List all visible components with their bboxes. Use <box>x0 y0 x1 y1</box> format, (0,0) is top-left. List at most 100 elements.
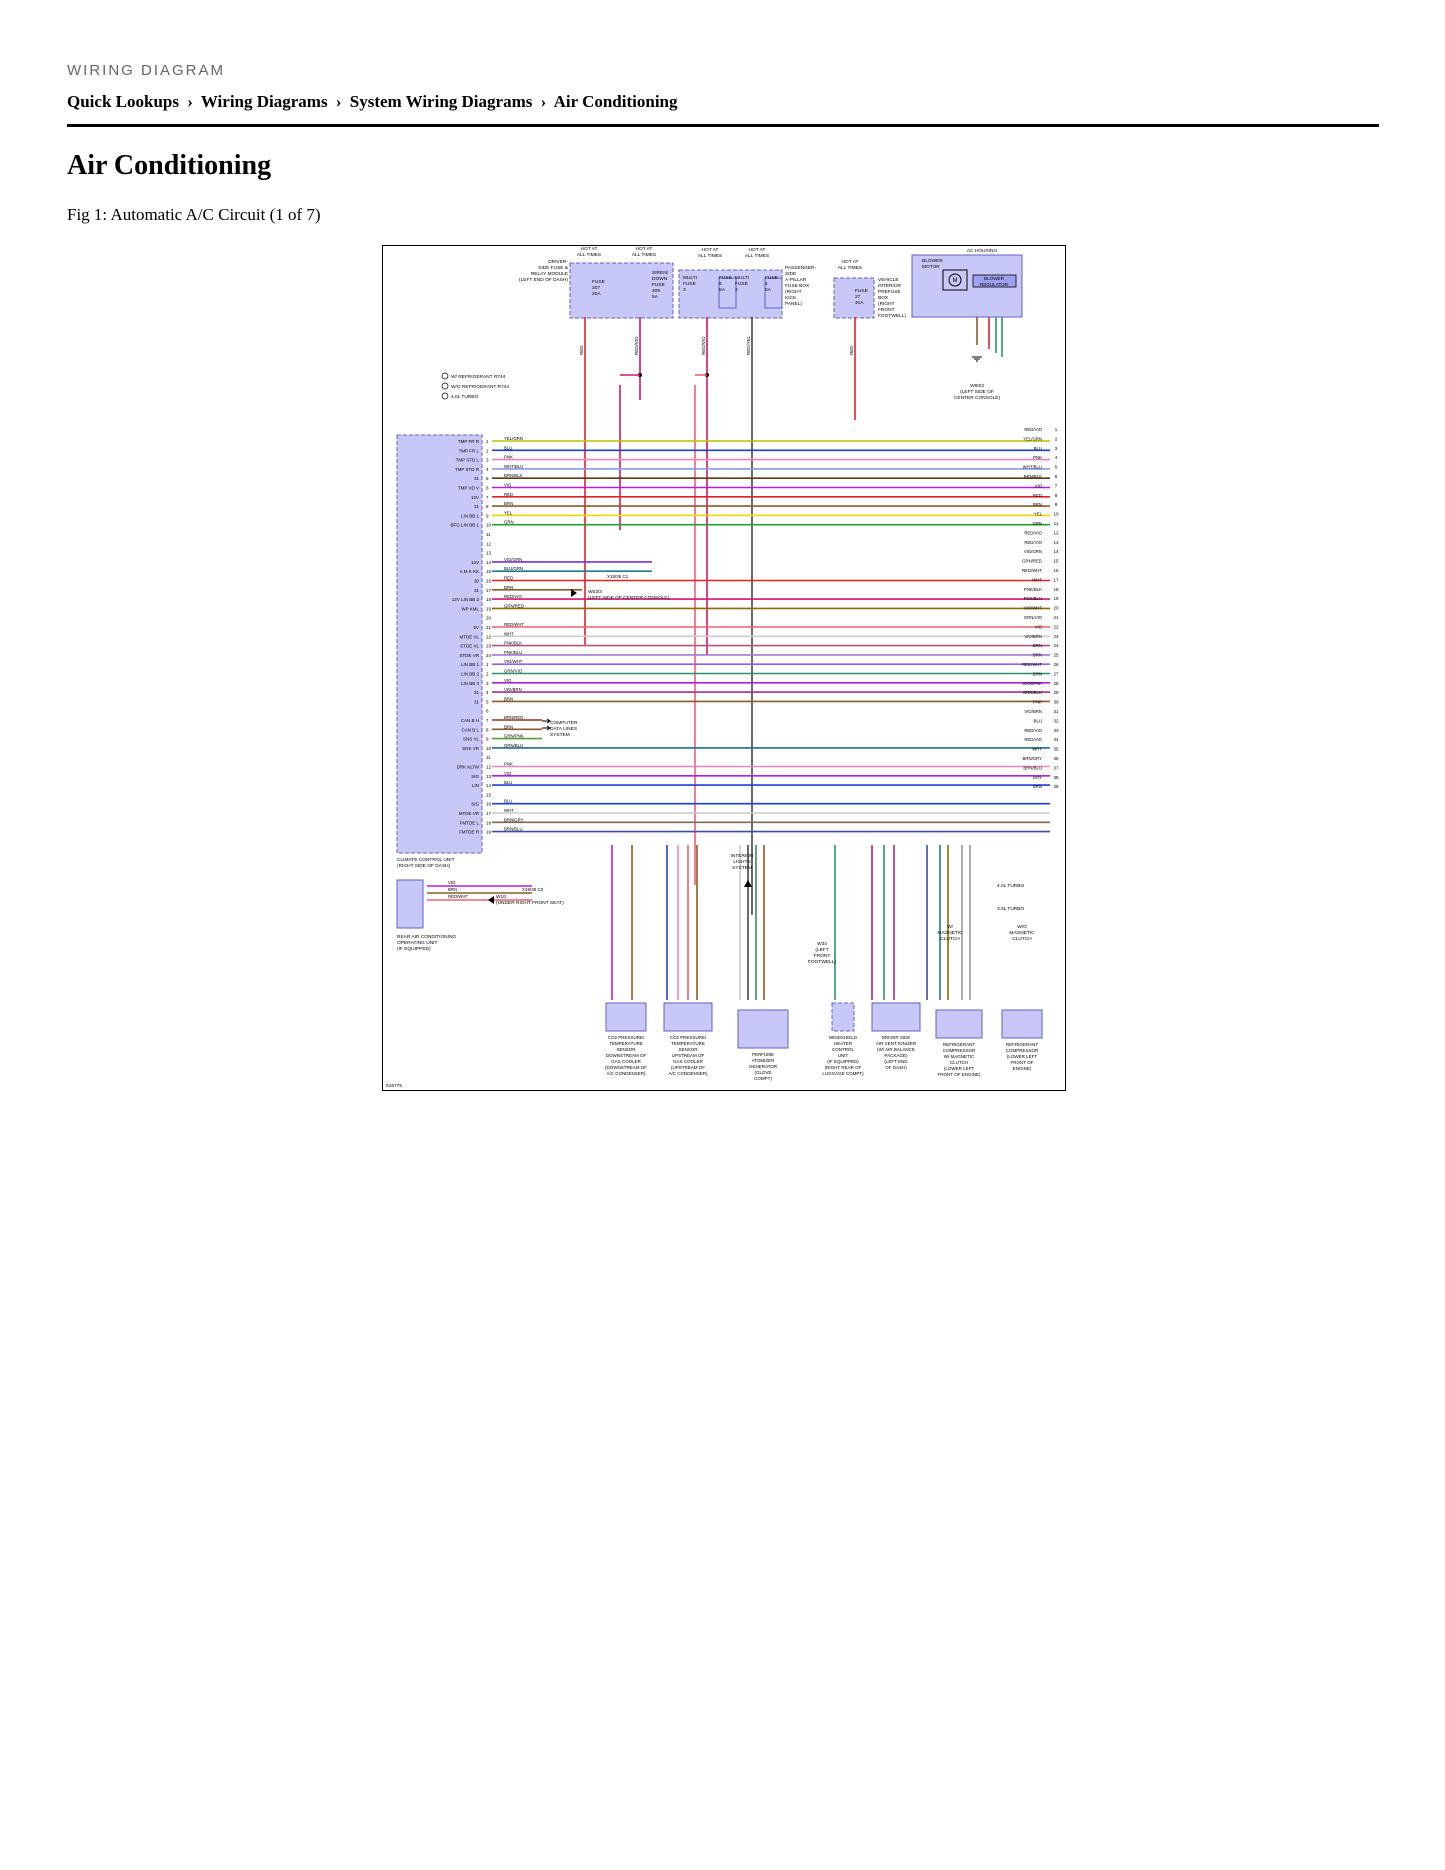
blower-motor-symbol <box>942 269 968 291</box>
wire-color-label: BLU <box>504 799 512 804</box>
ccu-pin-label: DRK KLTM <box>457 765 480 770</box>
wire-color-label: RED <box>504 576 513 581</box>
right-wire-number: 34 <box>1053 737 1059 742</box>
right-wire-label: RED/WHT <box>1022 662 1042 667</box>
breadcrumb: Quick Lookups › Wiring Diagrams › System… <box>67 92 678 112</box>
ground-icon <box>488 896 494 904</box>
right-wire-label: GRY <box>1033 775 1042 780</box>
right-wire-number: 15 <box>1053 559 1059 564</box>
ccu-pin-number: 13 <box>486 774 492 779</box>
ccu-pin-label: LIN BB 1 <box>461 513 480 518</box>
component-label: DOWNSTREAM OF <box>606 1053 647 1058</box>
ccu-pin-number: 2 <box>486 672 489 677</box>
ccu-pin-label: 12V <box>471 560 479 565</box>
rear-ac-unit <box>396 879 424 929</box>
ground-w10-label: W10 <box>496 894 506 900</box>
breadcrumb-item[interactable]: Quick Lookups <box>67 92 179 111</box>
ccu-pin-label: MTDE VR <box>459 811 480 816</box>
ground-w83-label: (LEFT SIDE OF <box>960 389 994 395</box>
ccu-pin-label: TMP FR R <box>458 439 480 444</box>
wire-color-label: VIO <box>504 678 512 683</box>
right-wire-label: VIO/BRN <box>1024 634 1042 639</box>
multi-fuse-3-label: 3 <box>683 287 686 293</box>
driver-side-fuse-box <box>569 262 674 319</box>
passenger-fuse-box-label: SIDE <box>785 271 796 277</box>
fuse-6-label: 6 <box>719 281 722 287</box>
passenger-fuse-box-label: A-PILLAR <box>785 277 807 283</box>
ccu-pin-number: 9 <box>486 513 489 518</box>
wire-color-label: VIO <box>504 771 512 776</box>
right-wire-number: 12 <box>1053 530 1059 535</box>
ccu-label: CLIMATE CONTROL UNIT <box>397 857 455 863</box>
breadcrumb-item[interactable]: Wiring Diagrams <box>200 92 328 111</box>
fuse-27-label: FUSE <box>855 288 868 294</box>
rear-ac-label: (IF EQUIPPED) <box>397 946 431 952</box>
component-label: UPSTREAM OF <box>672 1053 705 1058</box>
right-wire-label: RED <box>1033 493 1042 498</box>
component-label: (LOWER LEFT <box>944 1066 975 1071</box>
passenger-fuse-box-label: FUSE BOX <box>785 283 810 289</box>
vehicle-prefuse-label: VEHICLE <box>878 277 899 283</box>
right-wire-label: GRN/VIO <box>1024 615 1043 620</box>
ccu-pin-number: 19 <box>486 606 492 611</box>
hot-at-all-times-label: ALL TIMES <box>577 252 601 258</box>
right-wire-number: 17 <box>1053 577 1059 582</box>
right-wire-number: 26 <box>1053 662 1059 667</box>
ccu-pin-number: 11 <box>486 755 491 760</box>
right-wire-number: 5 <box>1055 465 1058 470</box>
component-box <box>1001 1009 1043 1039</box>
ccu-pin-label: 31 <box>474 588 480 593</box>
ground-w83-label: CENTER CONSOLE) <box>954 395 1001 401</box>
right-wire-label: YEL/GRN <box>1023 436 1042 441</box>
ground-icon <box>972 356 982 362</box>
right-wire-number: 39 <box>1053 784 1059 789</box>
wire-color-label: BLU/GRN <box>504 566 523 571</box>
ccu-pin-number: 5 <box>486 476 489 481</box>
hot-at-all-times-label: HOT AT <box>581 246 598 252</box>
right-wire-number: 9 <box>1055 502 1058 507</box>
fuse-209-label: SIREN/ <box>652 270 669 276</box>
vehicle-prefuse-label: FOOTWELL) <box>878 313 906 319</box>
component-label: (LOWER LEFT <box>1007 1054 1038 1059</box>
fuse-4-box <box>764 277 783 309</box>
doc-kicker: WIRING DIAGRAM <box>67 62 225 79</box>
ccu-pin-number: 11 <box>486 532 491 537</box>
fuse-4-label: FUSE <box>765 275 778 281</box>
hot-at-all-times-label: HOT AT <box>636 246 653 252</box>
wire-color-label: BRN <box>504 724 513 729</box>
wire-color-label: GRN <box>504 520 514 525</box>
fuse-box-label: RELAY MODULE <box>531 271 568 277</box>
wire-color-label: WHT/BLU <box>504 464 523 469</box>
ccu-pin-number: 18 <box>486 597 492 602</box>
vehicle-prefuse-label: FRONT <box>878 307 895 313</box>
hot-at-all-times-label: HOT AT <box>749 247 766 253</box>
fuse-209-label: DOWN <box>652 276 668 282</box>
right-wire-label: BRN/BLU <box>1023 765 1042 770</box>
ccu-pin-label: LIN BB 1 <box>461 662 480 667</box>
wire-color-label: VIO/GRN <box>504 557 522 562</box>
breadcrumb-item[interactable]: Air Conditioning <box>553 92 678 111</box>
interior-lights-label: SYSTEM <box>732 865 752 871</box>
ccu-pin-label: SIG <box>471 774 479 779</box>
ccu-pin-number: 18 <box>486 820 492 825</box>
ccu-pin-number: 24 <box>486 653 492 658</box>
ccu-pin-label: 31 <box>474 690 480 695</box>
ccu-pin-number: 2 <box>486 448 489 453</box>
motor-icon <box>948 273 962 287</box>
breadcrumb-item[interactable]: System Wiring Diagrams <box>349 92 533 111</box>
fuse-4-label: 4 <box>765 281 768 287</box>
ground-w34-label: (LEFT <box>815 947 828 953</box>
component-label: FRONT OF ENGINE) <box>938 1072 981 1077</box>
wire-color-label: RED <box>849 345 854 355</box>
component-label: PACKAGE) <box>885 1053 908 1058</box>
component-label: (RIGHT REAR OF <box>825 1065 862 1070</box>
ccu-pin-number: 4 <box>486 690 489 695</box>
wire-color-label: BRN <box>504 585 513 590</box>
ccu-pin-label: BFG LIN BB 1 <box>450 523 479 528</box>
ccu-pin-label: 31 <box>474 476 480 481</box>
ccu-pin-label: A M K KK <box>460 569 479 574</box>
wire-color-label: BLU <box>504 780 512 785</box>
wire-color-label: YEL/GRN <box>504 436 523 441</box>
vehicle-prefuse-label: BOX <box>878 295 889 301</box>
ccu-pin-number: 3 <box>486 458 489 463</box>
